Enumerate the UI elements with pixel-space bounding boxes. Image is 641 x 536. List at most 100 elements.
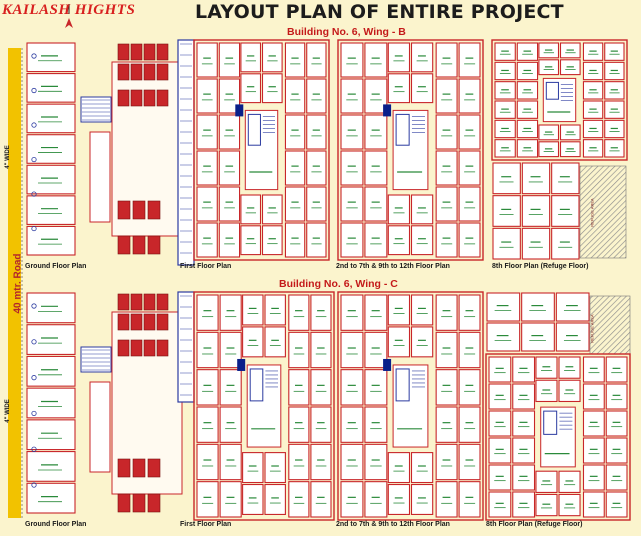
wing-c-ground-shop-room <box>26 451 76 482</box>
wing-c-typical-outline <box>337 291 484 521</box>
wing-c-first-right-room <box>310 443 332 481</box>
wing-c-ground-parking-bay <box>132 458 146 478</box>
wing-b-first-right-room <box>284 78 306 114</box>
wing-b-ground-parking-bay <box>117 43 130 61</box>
wing-b-ground-marker <box>31 122 37 128</box>
wing-b-ground-marker <box>31 53 37 59</box>
wing-c-refuge-bottom-left-room <box>488 491 512 518</box>
wing-b-ground-parking-bay <box>156 89 169 107</box>
wing-c-first-right-room <box>288 369 310 406</box>
wing-b-first-mid-top-room <box>240 42 262 73</box>
wing-c-first-right-room <box>288 294 310 331</box>
wing-c-refuge-top-room <box>555 292 590 322</box>
wing-b-typical-outline <box>337 39 484 261</box>
wing-b-typical-right-room <box>458 222 481 258</box>
wing-b-typical-right-room <box>458 186 481 222</box>
wing-c-typical-mid-bot-room <box>410 452 434 484</box>
wing-b-first-mid-bot-room <box>240 194 262 225</box>
wing-c-ground-floor-label: Ground Floor Plan <box>25 521 87 528</box>
wing-c-refuge-top-room <box>486 292 521 322</box>
wing-c-refuge-bottom-mid-bot-room <box>535 470 558 493</box>
wing-c-first-left-room <box>219 481 242 518</box>
wing-c-first-left-room <box>219 331 242 369</box>
wing-c-first-right-room <box>288 331 310 369</box>
wing-c-refuge-top-room <box>486 322 521 352</box>
wing-c-refuge-bottom-mid-bot-room <box>558 493 581 517</box>
wing-b-typical-right-room <box>435 78 458 114</box>
wing-b-refuge-bottom-room <box>551 162 580 195</box>
wing-c-typical-left-room <box>364 294 388 331</box>
wing-c-first-left-room <box>219 443 242 481</box>
wing-b-first-mid-bot-room <box>261 194 283 225</box>
wing-b-first-mid-top-room <box>240 73 262 104</box>
wing-c-ground-parking-bay <box>143 339 156 357</box>
wing-b-ground-parking-bay <box>156 63 169 81</box>
wing-c-typical-left-room <box>364 481 388 518</box>
wing-c-typical-right-room <box>435 443 458 481</box>
wing-b-title: Building No. 6, Wing - B <box>287 26 406 38</box>
wing-c-first-right-room <box>288 443 310 481</box>
wing-c-refuge-bottom-right-room <box>582 410 605 437</box>
wing-b-first-floor-label: First Floor Plan <box>180 263 232 270</box>
wing-b-typical-left-room <box>340 42 364 78</box>
wing-c-first-floor-label: First Floor Plan <box>180 521 232 528</box>
wing-b-first-right-room <box>284 114 306 150</box>
wing-c-first-mid-bot-room <box>242 483 264 515</box>
wing-b-typical-right-room <box>435 222 458 258</box>
wing-b-ground-parking-bay <box>132 235 146 255</box>
wing-b-typical-mid-top-room <box>387 73 411 104</box>
wing-b-typical-left-room <box>364 114 388 150</box>
wing-b-typical-right-room <box>458 42 481 78</box>
wing-c-refuge-bottom-right-room <box>582 464 605 491</box>
wing-c-refuge-bottom-right-room <box>605 464 628 491</box>
wing-c-typical-left-room <box>340 443 364 481</box>
wing-c-ground-parking-bay <box>143 293 156 311</box>
wing-c-typical-right-room <box>435 294 458 331</box>
wing-b-first-outline <box>193 39 330 261</box>
wing-c-first-left-room <box>196 406 219 443</box>
wing-b-first-left-room <box>218 114 241 150</box>
wing-b-first-lift <box>247 113 261 146</box>
wing-c-typical-core-marker <box>383 358 392 371</box>
wing-c-refuge-bottom-left-room <box>488 410 512 437</box>
wing-c-refuge-bottom-right-room <box>582 437 605 464</box>
wing-b-ground-marker <box>31 225 37 232</box>
wing-c-ground-parking-bay <box>130 339 143 357</box>
wing-c-refuge-bottom-left-room <box>488 383 512 410</box>
wing-c-refuge-bottom-right-room <box>605 383 628 410</box>
wing-c-typical-left-room <box>340 481 364 518</box>
wing-b-typical-left-room <box>364 222 388 258</box>
wing-c-first-left-room <box>196 369 219 406</box>
wing-b-refuge-bottom-room <box>551 195 580 227</box>
wing-c-first-right-room <box>310 331 332 369</box>
wing-c-typical-right-room <box>435 406 458 443</box>
wing-b-typical-mid-bot-room <box>410 194 434 225</box>
wing-c-refuge-bottom-left-room <box>512 491 536 518</box>
wing-b-typical-mid-top-room <box>410 73 434 104</box>
wing-c-refuge-bottom-mid-bot-room <box>558 470 581 493</box>
wing-b-refuge-top-lift <box>545 81 559 100</box>
wing-b-first-right-room <box>306 42 327 78</box>
wing-c-typical-right-room <box>435 369 458 406</box>
wing-c-first-mid-top-room <box>242 326 264 358</box>
wing-b-typical-core-marker <box>383 104 392 117</box>
wing-c-first-left-room <box>196 294 219 331</box>
wing-c-first-right-room <box>310 294 332 331</box>
wing-b-typical-right-room <box>435 150 458 186</box>
wing-c-refuge-bottom-left-room <box>512 410 536 437</box>
wing-c-first-mid-bot-room <box>242 452 264 484</box>
wing-c-typical-right-room <box>458 406 481 443</box>
wing-c-typical-right-room <box>458 369 481 406</box>
wing-c-first-mid-top-room <box>264 294 286 326</box>
wing-b-ground-parking-bay <box>143 43 156 61</box>
page-title: LAYOUT PLAN OF ENTIRE PROJECT <box>195 1 564 23</box>
wing-c-refuge-bottom-mid-top-room <box>558 379 581 403</box>
wing-b-first-right-room <box>306 222 327 258</box>
wing-b-ground-parking-bay <box>117 89 130 107</box>
wing-c-refuge-bottom-mid-top-room <box>535 356 558 379</box>
wing-c-first-duct <box>177 291 195 403</box>
wing-c-ground-parking-bay <box>117 458 131 478</box>
wing-b-typical-right-room <box>435 186 458 222</box>
road-label: 40 mtr. Road <box>12 253 24 314</box>
wing-c-ground-parking-bay <box>117 493 131 513</box>
